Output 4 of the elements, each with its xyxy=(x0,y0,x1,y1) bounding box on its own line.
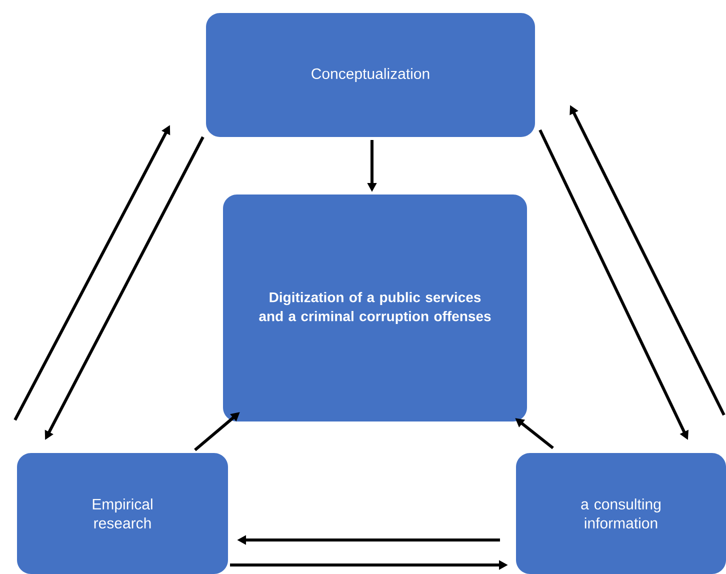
process-box: a consulting information xyxy=(516,453,726,574)
process-box: Conceptualization xyxy=(206,13,535,137)
process-box: Digitization of a public services and a criminal corruption offenses xyxy=(223,194,527,422)
process-box: Empirical research xyxy=(17,453,228,574)
